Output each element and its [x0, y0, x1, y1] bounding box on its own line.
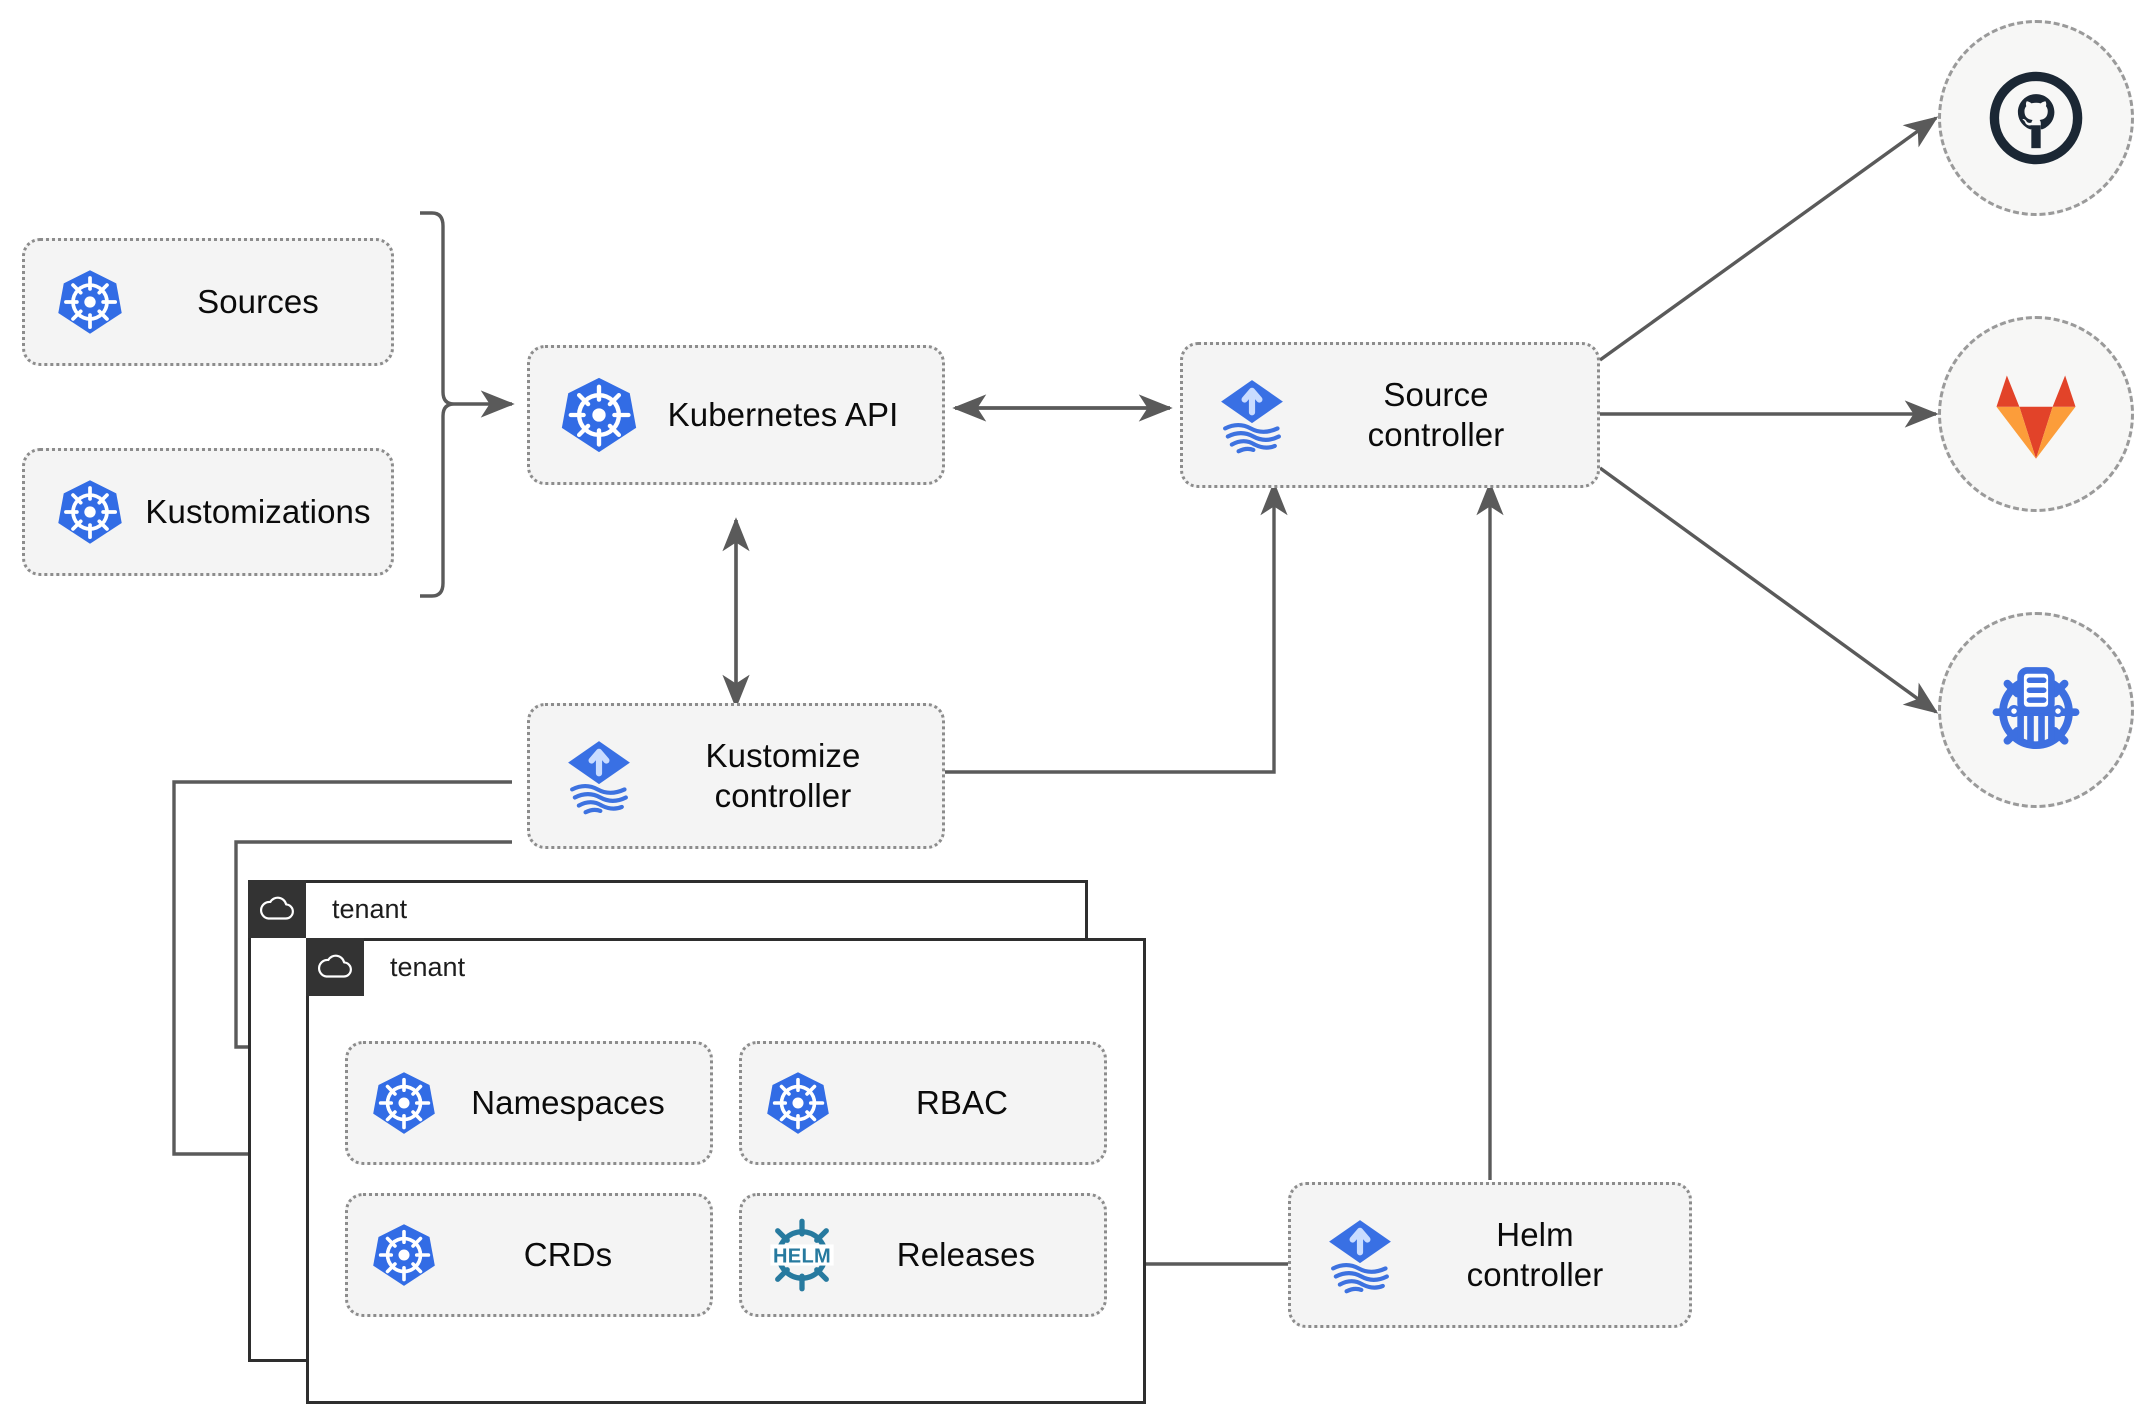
group-brace: [420, 211, 455, 598]
node-label: Sources: [197, 283, 319, 321]
node-label: Source controller: [1367, 376, 1505, 453]
node-label: Namespaces: [471, 1084, 665, 1122]
tenant-name: tenant: [332, 893, 408, 924]
tenant-name: tenant: [390, 951, 466, 982]
wire-kustomize-to-source: [945, 481, 1288, 774]
kubernetes-icon: [55, 477, 125, 547]
helm-repository-icon: [1992, 667, 2080, 750]
cloud-icon: [306, 938, 364, 996]
cloud-icon: [248, 880, 306, 938]
provider-github[interactable]: [1938, 20, 2134, 216]
node-kustomize-controller[interactable]: Kustomize controller: [527, 703, 945, 849]
wire-source-to-github: [1599, 116, 1939, 362]
node-label: Kubernetes API: [667, 396, 899, 434]
tenant-header: tenant: [306, 938, 465, 996]
node-source-controller[interactable]: Source controller: [1180, 342, 1600, 488]
node-rbac[interactable]: RBAC: [739, 1041, 1107, 1165]
gitlab-icon: [1996, 375, 2076, 459]
node-sources[interactable]: Sources: [22, 238, 394, 366]
tenant-header: tenant: [248, 880, 407, 938]
kubernetes-icon: [764, 1069, 832, 1137]
tenant-container-front[interactable]: tenant Namespaces: [306, 938, 1146, 1404]
github-icon: [1989, 71, 2083, 165]
node-label: Releases: [896, 1236, 1036, 1274]
node-label: Kustomizations: [145, 493, 371, 531]
provider-gitlab[interactable]: [1938, 316, 2134, 512]
wire-source-to-bucket: [1599, 466, 1939, 714]
node-label: Helm controller: [1466, 1216, 1604, 1293]
node-label: Kustomize controller: [705, 737, 861, 814]
node-kustomizations[interactable]: Kustomizations: [22, 448, 394, 576]
node-namespaces[interactable]: Namespaces: [345, 1041, 713, 1165]
flux-icon: [1209, 372, 1295, 458]
kubernetes-icon: [558, 374, 640, 456]
svg-text:HELM: HELM: [773, 1245, 831, 1267]
node-kubernetes-api[interactable]: Kubernetes API: [527, 345, 945, 485]
node-helm-controller[interactable]: Helm controller: [1288, 1182, 1692, 1328]
provider-helm-repository[interactable]: [1938, 612, 2134, 808]
kubernetes-icon: [370, 1221, 438, 1289]
node-label: CRDs: [523, 1236, 613, 1274]
node-releases[interactable]: HELM Releases: [739, 1193, 1107, 1317]
node-crds[interactable]: CRDs: [345, 1193, 713, 1317]
node-label: RBAC: [915, 1084, 1009, 1122]
helm-icon: HELM: [764, 1217, 840, 1293]
kubernetes-icon: [55, 267, 125, 337]
kubernetes-icon: [370, 1069, 438, 1137]
flux-icon: [556, 733, 642, 819]
flux-icon: [1317, 1212, 1403, 1298]
